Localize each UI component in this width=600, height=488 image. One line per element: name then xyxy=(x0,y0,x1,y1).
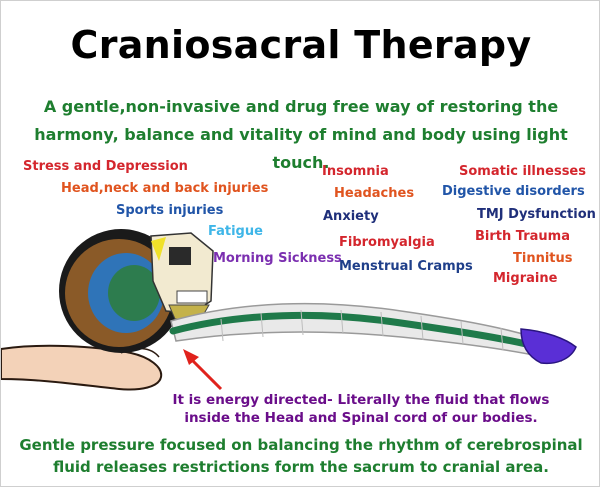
condition-label: Sports injuries xyxy=(116,203,223,218)
teeth xyxy=(176,290,208,304)
sacrum xyxy=(520,328,577,365)
condition-anxiety: Anxiety xyxy=(323,209,379,224)
condition-label: Fatigue xyxy=(208,224,263,239)
condition-digestive: Digestive disorders xyxy=(442,184,585,199)
eye-socket xyxy=(169,247,191,265)
condition-label: Headaches xyxy=(334,186,414,201)
condition-insomnia: Insomnia xyxy=(322,164,389,179)
condition-label: Somatic illnesses xyxy=(459,164,586,179)
condition-menstrual-cramps: Menstrual Cramps xyxy=(339,259,473,274)
red-arrow-shaft xyxy=(189,357,223,391)
red-arrow-head xyxy=(183,349,199,365)
page-title: Craniosacral Therapy xyxy=(70,23,532,67)
condition-headaches: Headaches xyxy=(334,186,415,201)
condition-sports: Sports injuries xyxy=(116,203,224,218)
condition-morning-sickness: Morning Sickness xyxy=(213,251,342,266)
vertebra-lines xyxy=(220,309,504,351)
condition-injuries: Head,neck and back injuries xyxy=(61,181,269,196)
condition-label: Head,neck and back injuries xyxy=(61,181,268,196)
condition-tmj: TMJ Dysfunction xyxy=(477,207,596,222)
condition-label: Stress and Depression xyxy=(23,159,188,174)
condition-fatigue: Fatigue xyxy=(208,224,263,239)
condition-migraine: Migraine xyxy=(493,271,558,286)
condition-label: Anxiety xyxy=(323,209,379,224)
condition-label: Digestive disorders xyxy=(442,184,585,199)
skull-yellow-patch xyxy=(151,237,166,261)
condition-tinnitus: Tinnitus xyxy=(513,251,573,266)
condition-fibromyalgia: Fibromyalgia xyxy=(339,235,435,250)
condition-label: Birth Trauma xyxy=(475,229,570,244)
condition-label: Menstrual Cramps xyxy=(339,259,473,274)
subtitle: A gentle,non-invasive and drug free way … xyxy=(34,97,568,172)
skull-green-layer xyxy=(108,265,160,321)
condition-label: TMJ Dysfunction xyxy=(477,207,596,222)
condition-label: Migraine xyxy=(493,271,557,286)
hand-arm xyxy=(1,344,163,391)
condition-somatic: Somatic illnesses xyxy=(459,164,586,179)
energy-note: It is energy directed- Literally the flu… xyxy=(172,392,550,426)
condition-label: Tinnitus xyxy=(513,251,573,266)
condition-label: Fibromyalgia xyxy=(339,235,435,250)
spinal-cord xyxy=(169,311,565,357)
condition-label: Morning Sickness xyxy=(213,251,342,266)
footer-text: Gentle pressure focused on balancing the… xyxy=(19,436,583,476)
condition-stress: Stress and Depression xyxy=(23,159,188,174)
condition-label: Insomnia xyxy=(322,164,389,179)
condition-birth-trauma: Birth Trauma xyxy=(475,229,570,244)
spine-vertebrae xyxy=(170,302,562,362)
